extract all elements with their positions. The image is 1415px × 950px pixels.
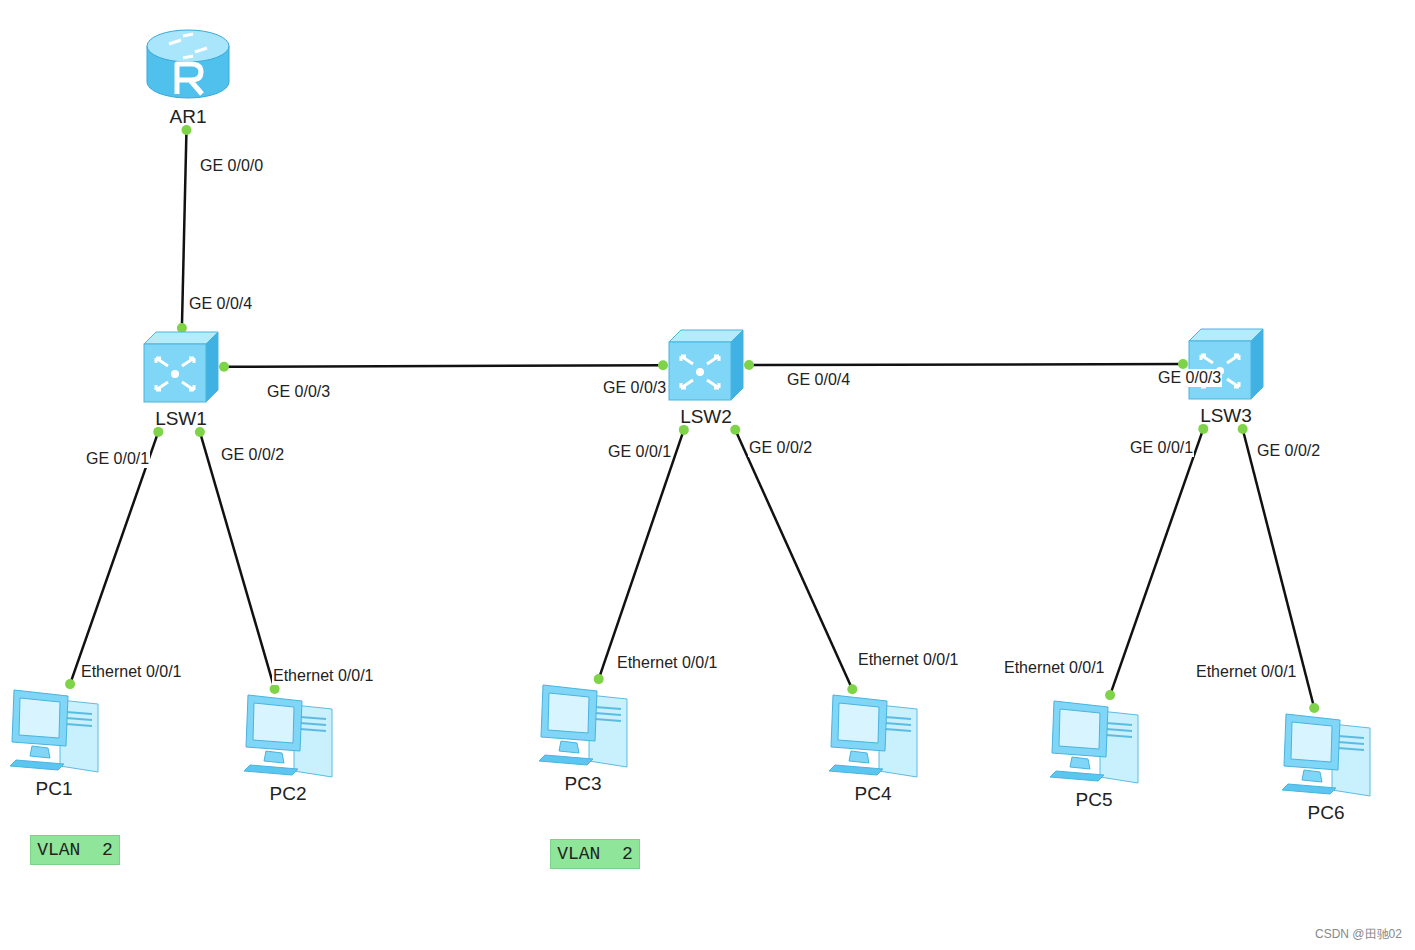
port-dot — [744, 360, 754, 370]
port-label: GE 0/0/3 — [602, 379, 667, 397]
device-name: LSW3 — [1200, 405, 1252, 427]
pc-node: PC5 — [1046, 697, 1142, 811]
pc-icon — [827, 691, 919, 779]
device-name: PC4 — [855, 783, 892, 805]
device-name: AR1 — [170, 106, 207, 128]
vlan-tag: VLAN 2 — [30, 835, 120, 865]
port-dot — [594, 674, 604, 684]
vlan-label: VLAN 2 — [37, 839, 113, 861]
switch-node: LSW1 — [140, 330, 222, 430]
port-label: GE 0/0/1 — [1129, 439, 1194, 457]
device-name: LSW2 — [680, 406, 732, 428]
port-label: GE 0/0/2 — [748, 439, 813, 457]
watermark: CSDN @田驰02 — [1315, 926, 1402, 943]
switch-icon — [1187, 327, 1265, 401]
port-label: GE 0/0/1 — [607, 443, 672, 461]
port-label: Ethernet 0/0/1 — [857, 651, 960, 669]
device-name: PC1 — [36, 778, 73, 800]
port-label: GE 0/0/1 — [85, 450, 150, 468]
switch-icon — [667, 328, 745, 402]
pc-icon — [537, 681, 629, 769]
network-link — [599, 430, 684, 679]
network-link — [182, 130, 187, 328]
port-label: Ethernet 0/0/1 — [1195, 663, 1298, 681]
port-label: GE 0/0/4 — [188, 295, 253, 313]
port-dot — [847, 684, 857, 694]
port-dot — [1309, 703, 1319, 713]
port-label: Ethernet 0/0/1 — [1003, 659, 1106, 677]
network-link — [749, 363, 1183, 366]
port-label: GE 0/0/3 — [266, 383, 331, 401]
router-icon — [145, 26, 231, 102]
pc-icon — [1280, 710, 1372, 798]
pc-icon — [242, 691, 334, 779]
pc-node: PC1 — [6, 686, 102, 800]
vlan-label: VLAN 2 — [557, 843, 633, 865]
device-name: PC2 — [270, 783, 307, 805]
pc-node: PC3 — [535, 681, 631, 795]
pc-node: PC2 — [240, 691, 336, 805]
port-dot — [219, 362, 229, 372]
port-label: Ethernet 0/0/1 — [80, 663, 183, 681]
port-label: GE 0/0/2 — [220, 446, 285, 464]
vlan-tag: VLAN 2 — [550, 839, 640, 869]
port-label: GE 0/0/0 — [199, 157, 264, 175]
device-name: LSW1 — [155, 408, 207, 430]
network-link — [1110, 429, 1203, 695]
network-link — [224, 365, 663, 367]
network-link — [735, 430, 852, 689]
port-label: GE 0/0/2 — [1256, 442, 1321, 460]
port-label: GE 0/0/4 — [786, 371, 851, 389]
switch-node: LSW2 — [665, 328, 747, 428]
port-label: Ethernet 0/0/1 — [616, 654, 719, 672]
device-name: PC3 — [565, 773, 602, 795]
network-link — [70, 432, 158, 684]
switch-icon — [142, 330, 220, 404]
pc-node: PC6 — [1278, 710, 1374, 824]
network-link — [200, 432, 275, 689]
pc-icon — [8, 686, 100, 774]
port-dot — [1178, 359, 1188, 369]
device-name: PC6 — [1308, 802, 1345, 824]
port-dot — [65, 679, 75, 689]
port-label: Ethernet 0/0/1 — [272, 667, 375, 685]
pc-icon — [1048, 697, 1140, 785]
port-dot — [1105, 690, 1115, 700]
port-dot — [270, 684, 280, 694]
device-name: PC5 — [1076, 789, 1113, 811]
port-dot — [658, 360, 668, 370]
router-node: AR1 — [143, 26, 233, 128]
port-label: GE 0/0/3 — [1157, 369, 1222, 387]
pc-node: PC4 — [825, 691, 921, 805]
